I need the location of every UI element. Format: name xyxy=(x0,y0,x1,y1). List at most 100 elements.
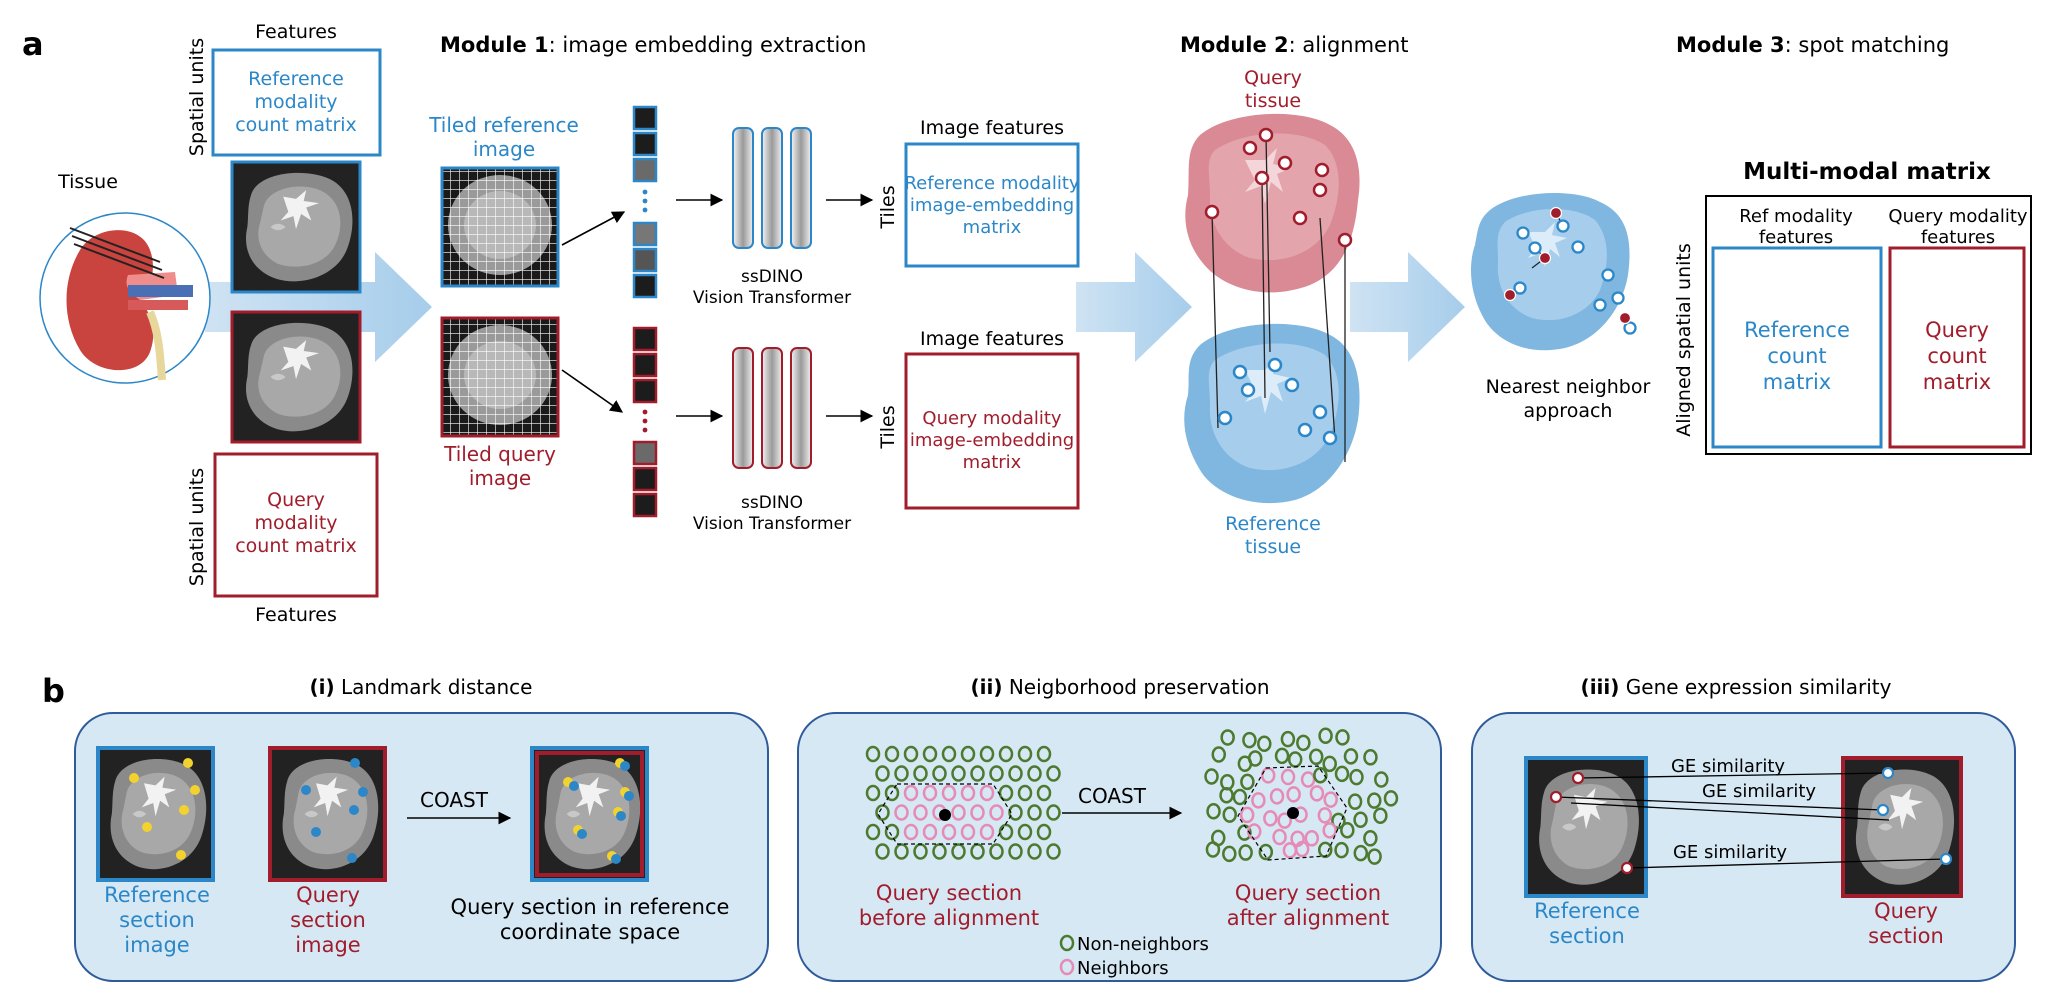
features-top-label: Features xyxy=(255,21,337,43)
non-neighbor-dot xyxy=(1027,765,1042,782)
neighbor-dot xyxy=(989,804,1004,821)
reference-tissue-points xyxy=(1217,357,1338,446)
tissue-label: Tissue xyxy=(57,171,118,193)
heading-i: (i) Landmark distance xyxy=(310,675,533,699)
aligned-section-image-i xyxy=(530,746,649,882)
non-neighbor-dot xyxy=(970,765,985,782)
query-section-image-i xyxy=(268,746,387,882)
vit-bottom-line2: Vision Transformer xyxy=(693,514,851,534)
after-center-point xyxy=(1287,807,1299,819)
query-count-matrix-box xyxy=(213,452,379,598)
reference-section-line2: section xyxy=(1549,924,1625,948)
non-neighbor-dot xyxy=(1340,821,1355,839)
module1-heading: Module 1: image embedding extraction xyxy=(440,33,866,57)
ref-modality-features-line2: features xyxy=(1759,227,1833,248)
query-section-image-line1: Query xyxy=(296,883,360,907)
non-neighbor-dot xyxy=(1036,784,1052,802)
neighbor-dot xyxy=(960,823,976,841)
non-neighbor-dot xyxy=(1317,841,1333,859)
tiled-query-line2: image xyxy=(469,466,531,490)
non-neighbor-dot xyxy=(884,784,900,802)
neighbor-dot xyxy=(1304,830,1320,847)
reference-brain-image xyxy=(230,160,362,294)
non-neighbor-dot xyxy=(989,843,1004,860)
query-tissue-shape xyxy=(1185,113,1360,293)
non-neighbor-dot xyxy=(1322,755,1337,773)
neighbor-dot xyxy=(922,784,938,802)
neighbor-dot xyxy=(1277,812,1292,829)
query-tissue-line2: tissue xyxy=(1245,90,1301,112)
non-neighbor-dot xyxy=(1308,748,1324,766)
heading-i-bold: (i) xyxy=(310,675,335,699)
vit-top-line1: ssDINO xyxy=(741,267,803,287)
vit-reference xyxy=(732,127,812,249)
non-neighbor-dot xyxy=(1363,749,1378,766)
neighbor-dot xyxy=(1280,768,1296,786)
big-arrow-3 xyxy=(1350,252,1465,362)
non-neighbor-dot xyxy=(998,823,1014,841)
non-neighbor-dot xyxy=(903,745,919,763)
query-section-line1: Query xyxy=(1874,899,1938,923)
module1-bold: Module 1 xyxy=(440,33,549,57)
image-features-bottom: Image features xyxy=(920,328,1064,350)
coast-label-1: COAST xyxy=(420,788,489,812)
non-neighbor-dot xyxy=(1353,811,1368,828)
neighbor-dot xyxy=(1300,771,1316,788)
query-count-line2: count xyxy=(1927,344,1986,368)
non-neighbor-dot xyxy=(1219,786,1234,804)
after-alignment-dots xyxy=(1204,727,1399,865)
neighbor-dot xyxy=(951,804,966,821)
non-neighbor-dot xyxy=(1036,823,1052,841)
big-arrow-1 xyxy=(205,252,432,362)
nearest-neighbor-line2: approach xyxy=(1524,400,1613,422)
query-count-matrix-cell xyxy=(1888,246,2026,449)
non-neighbor-dot xyxy=(1206,802,1221,820)
legend-non-neighbor-marker xyxy=(1059,934,1075,952)
big-arrow-2 xyxy=(1076,252,1192,362)
non-neighbor-dot xyxy=(865,823,881,841)
query-in-ref-line2: coordinate space xyxy=(500,920,680,944)
non-neighbor-dot xyxy=(998,784,1014,802)
non-neighbor-dot xyxy=(1008,843,1023,860)
non-neighbor-dot xyxy=(1363,830,1378,847)
non-neighbor-dot xyxy=(989,765,1004,782)
ref-section-image-line1: Reference xyxy=(104,883,210,907)
ref-embedding-line3: matrix xyxy=(963,217,1022,238)
query-count-line3: matrix xyxy=(1923,370,1991,394)
non-neighbor-dot xyxy=(1232,788,1248,806)
tiled-reference-line1: Tiled reference xyxy=(428,113,579,137)
non-neighbor-dot xyxy=(875,804,890,821)
neighbor-dot xyxy=(903,823,919,841)
non-neighbor-dot xyxy=(1296,734,1311,752)
query-tile-strip xyxy=(632,326,658,518)
query-embedding-line3: matrix xyxy=(963,452,1022,473)
ref-section-image-line2: section xyxy=(119,908,195,932)
nearest-neighbor-tissue xyxy=(1470,192,1637,351)
non-neighbor-dot xyxy=(1334,765,1350,783)
neighbor-dot xyxy=(941,784,957,802)
query-count-matrix-line1: Query xyxy=(267,489,325,511)
module2-rest: : alignment xyxy=(1289,33,1409,57)
spatial-units-top-label: Spatial units xyxy=(186,38,208,156)
non-neighbor-dot xyxy=(1027,843,1042,860)
ge-similarity-3: GE similarity xyxy=(1673,842,1787,863)
query-tissue-line1: Query xyxy=(1244,67,1302,89)
image-features-top: Image features xyxy=(920,117,1064,139)
arrow-tiled-ref-to-tiles xyxy=(561,211,626,246)
non-neighbor-dot xyxy=(1008,765,1023,782)
non-neighbor-dot xyxy=(1008,804,1023,821)
vit-query xyxy=(732,347,812,469)
non-neighbor-dot xyxy=(1240,773,1255,791)
big-arrows xyxy=(205,252,1465,362)
non-neighbor-dot xyxy=(1331,812,1346,830)
neighbor-dot xyxy=(1239,806,1255,824)
query-in-ref-line1: Query section in reference xyxy=(451,895,730,919)
tiled-reference-line2: image xyxy=(473,137,535,161)
non-neighbor-dot xyxy=(951,765,966,782)
query-section-line2: section xyxy=(1868,924,1944,948)
legend-neighbor-marker xyxy=(1059,958,1075,976)
non-neighbor-dot xyxy=(1222,845,1237,863)
multimodal-title: Multi-modal matrix xyxy=(1743,159,1991,185)
ge-similarity-2: GE similarity xyxy=(1702,781,1816,802)
non-neighbor-dot xyxy=(932,765,947,782)
